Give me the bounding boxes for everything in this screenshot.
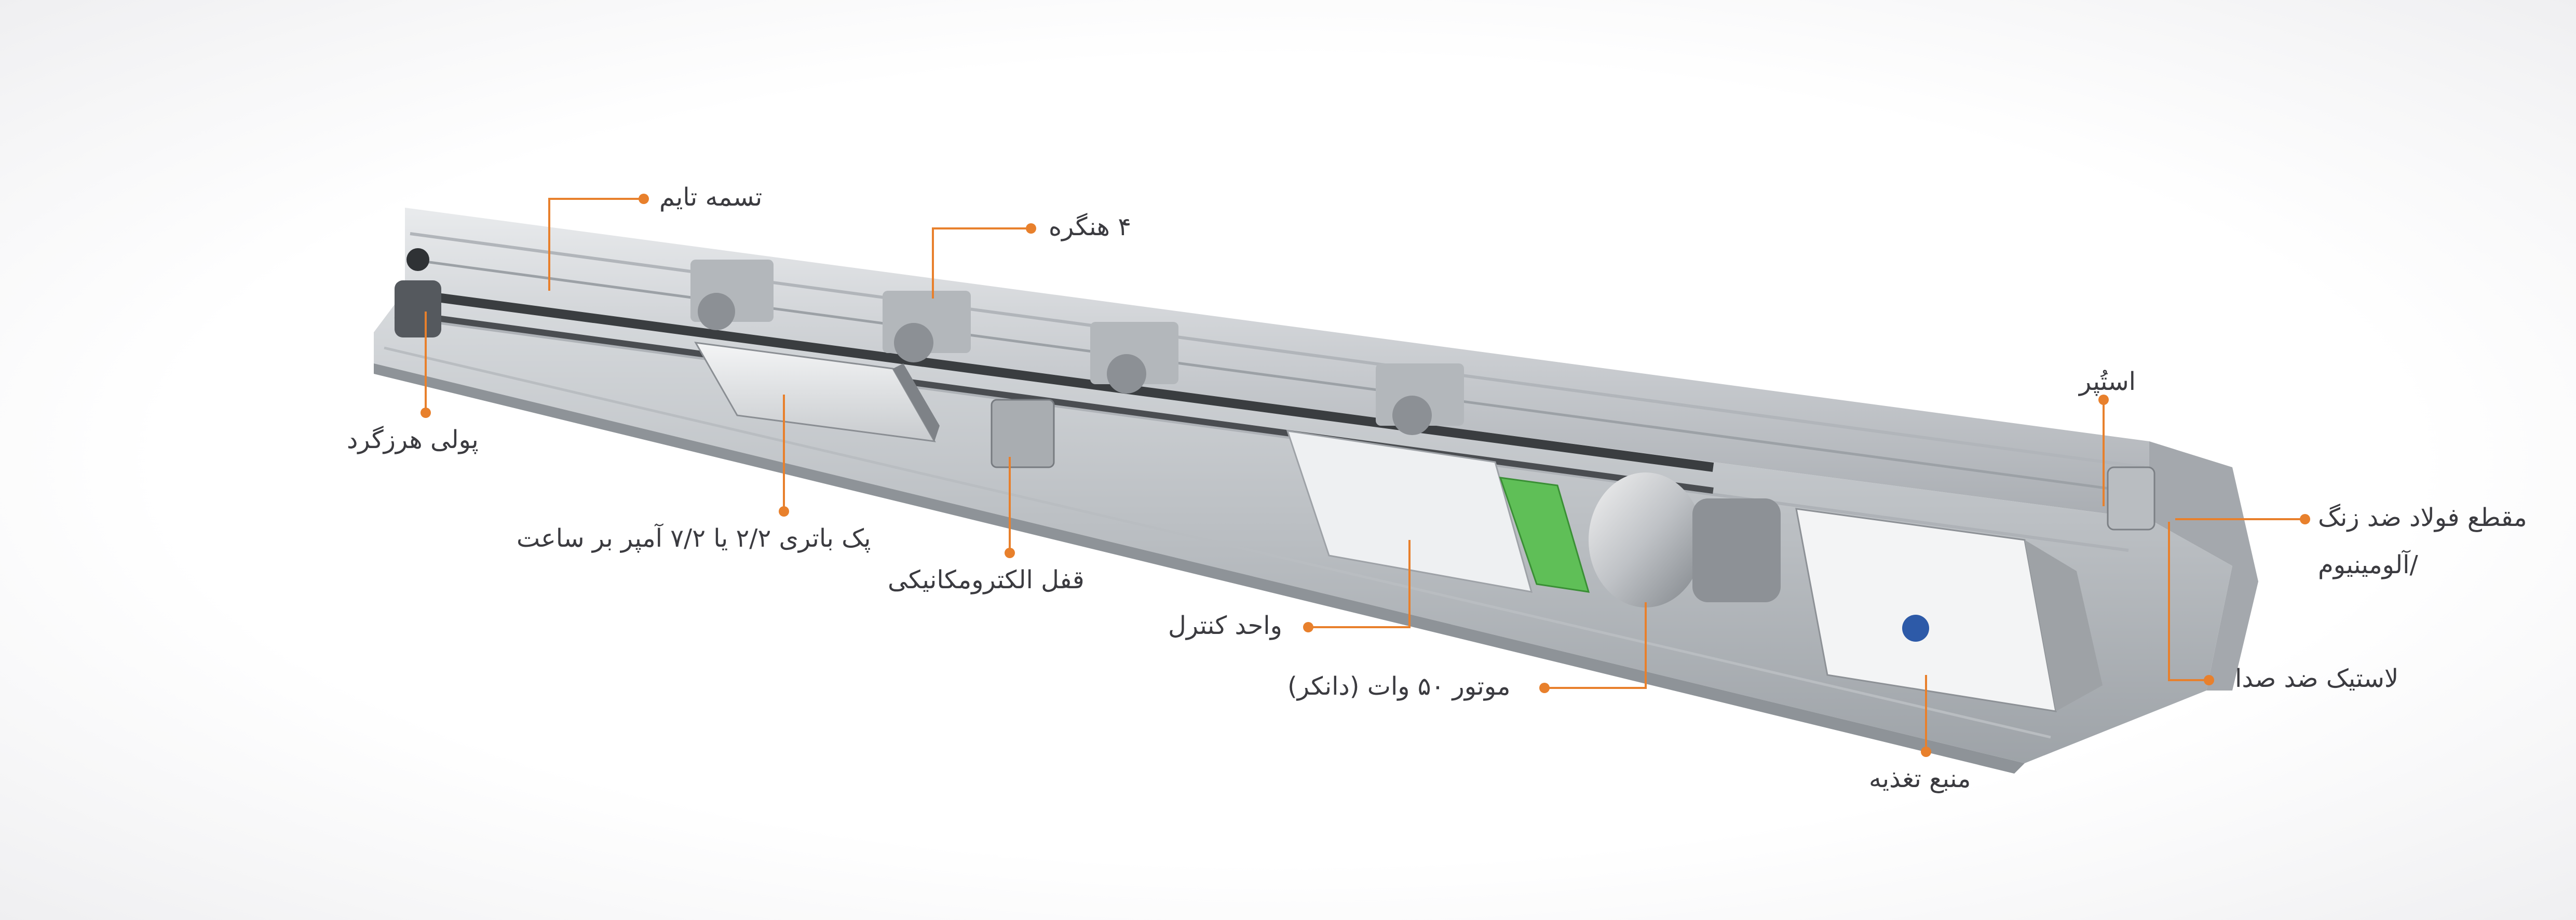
label-profile-line2: /آلومینیوم: [2318, 550, 2418, 579]
motor-shape: [1589, 472, 1703, 607]
label-power-supply: منبع تغذیه: [1869, 764, 1971, 793]
end-cap: [2149, 441, 2258, 691]
label-electromechanical-lock: قفل الکترومکانیکی: [888, 565, 1084, 594]
control-unit-shape: [1286, 430, 1533, 593]
stopper-shape: [2107, 466, 2155, 531]
hanger-carriages: [690, 260, 1464, 435]
label-motor: موتور ۵۰ وات (دانکر): [1287, 672, 1511, 701]
rail-back-wall: [405, 208, 2149, 519]
label-battery-pack: پک باتری ۲/۲ یا ۷/۲ آمپر بر ساعت: [517, 524, 871, 553]
label-profile-line1: مقطع فولاد ضد زنگ: [2318, 503, 2527, 532]
label-stopper: استُپر: [2079, 367, 2136, 396]
label-acoustic-rubber: لاستیک ضد صدا: [2235, 664, 2399, 693]
leader-lines: [421, 194, 2310, 757]
idler-pulley-shape: [395, 280, 441, 337]
label-hangers: ۴ هنگره: [1049, 212, 1131, 241]
label-control-unit: واحد کنترل: [1168, 611, 1282, 640]
rail-front-lip: [374, 363, 2025, 774]
label-idler-pulley: پولی هرزگرد: [347, 425, 479, 454]
timing-belt-shape: [425, 291, 1714, 472]
lock-shape: [991, 399, 1055, 468]
label-timing-belt: تسمه تایم: [659, 183, 763, 212]
